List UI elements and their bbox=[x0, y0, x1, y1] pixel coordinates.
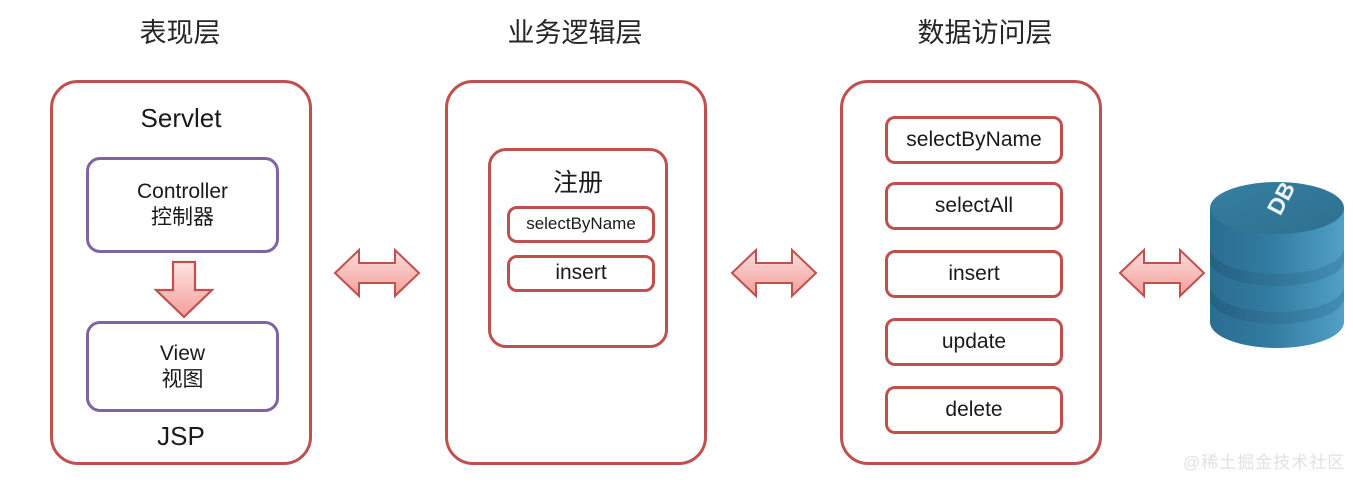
connector-data-to-database-icon bbox=[1118, 247, 1206, 299]
data-access-layer-box[interactable]: selectByName selectAll insert update del… bbox=[840, 80, 1102, 465]
connector-business-to-data-icon bbox=[730, 247, 818, 299]
controller-box[interactable]: Controller 控制器 bbox=[86, 157, 279, 253]
dao-method-label: insert bbox=[948, 261, 1000, 285]
business-method-selectbyname-label-wrap: selectByName bbox=[510, 209, 652, 240]
dao-method-insert-label-wrap: insert bbox=[888, 253, 1060, 295]
business-module-box[interactable]: 注册 selectByName insert bbox=[488, 148, 668, 348]
business-method-insert-label-wrap: insert bbox=[510, 258, 652, 289]
watermark-label: @稀土掘金技术社区 bbox=[1183, 453, 1346, 472]
business-method-selectbyname[interactable]: selectByName bbox=[507, 206, 655, 243]
business-layer-box[interactable]: 注册 selectByName insert bbox=[445, 80, 707, 465]
dao-method-delete[interactable]: delete bbox=[885, 386, 1063, 434]
dao-method-selectbyname-label-wrap: selectByName bbox=[888, 119, 1060, 161]
dao-method-delete-label-wrap: delete bbox=[888, 389, 1060, 431]
view-box[interactable]: View 视图 bbox=[86, 321, 279, 412]
dao-method-update[interactable]: update bbox=[885, 318, 1063, 366]
view-label-en: View bbox=[159, 341, 206, 365]
jsp-label: JSP bbox=[157, 421, 205, 451]
view-label-cn: 视图 bbox=[161, 367, 204, 391]
dao-method-insert[interactable]: insert bbox=[885, 250, 1063, 298]
down-arrow-icon bbox=[153, 260, 215, 319]
dao-method-update-label-wrap: update bbox=[888, 321, 1060, 363]
dao-method-label: update bbox=[941, 329, 1007, 353]
dao-method-selectall[interactable]: selectAll bbox=[885, 182, 1063, 230]
business-method-label: selectByName bbox=[526, 214, 636, 234]
dao-method-label: selectAll bbox=[934, 193, 1014, 217]
business-module-label: 注册 bbox=[552, 169, 603, 197]
dao-method-label: selectByName bbox=[906, 127, 1042, 151]
business-method-insert[interactable]: insert bbox=[507, 255, 655, 292]
controller-label-en: Controller bbox=[136, 180, 229, 203]
database-cylinder-icon[interactable]: DB bbox=[1202, 172, 1353, 357]
controller-label-cn: 控制器 bbox=[150, 206, 214, 229]
view-label-wrap: View 视图 bbox=[89, 324, 276, 409]
presentation-layer-box[interactable]: Servlet Controller 控制器 bbox=[50, 80, 312, 465]
column-title-presentation: 表现层 bbox=[139, 18, 221, 48]
business-method-label: insert bbox=[555, 261, 607, 285]
connector-presentation-to-business-icon bbox=[333, 247, 421, 299]
column-title-business: 业务逻辑层 bbox=[507, 18, 643, 48]
dao-method-label: delete bbox=[945, 397, 1003, 421]
dao-method-selectall-label-wrap: selectAll bbox=[888, 185, 1060, 227]
column-title-data-access: 数据访问层 bbox=[917, 18, 1053, 48]
dao-method-selectbyname[interactable]: selectByName bbox=[885, 116, 1063, 164]
controller-label-wrap: Controller 控制器 bbox=[89, 160, 276, 250]
servlet-label: Servlet bbox=[140, 103, 222, 133]
